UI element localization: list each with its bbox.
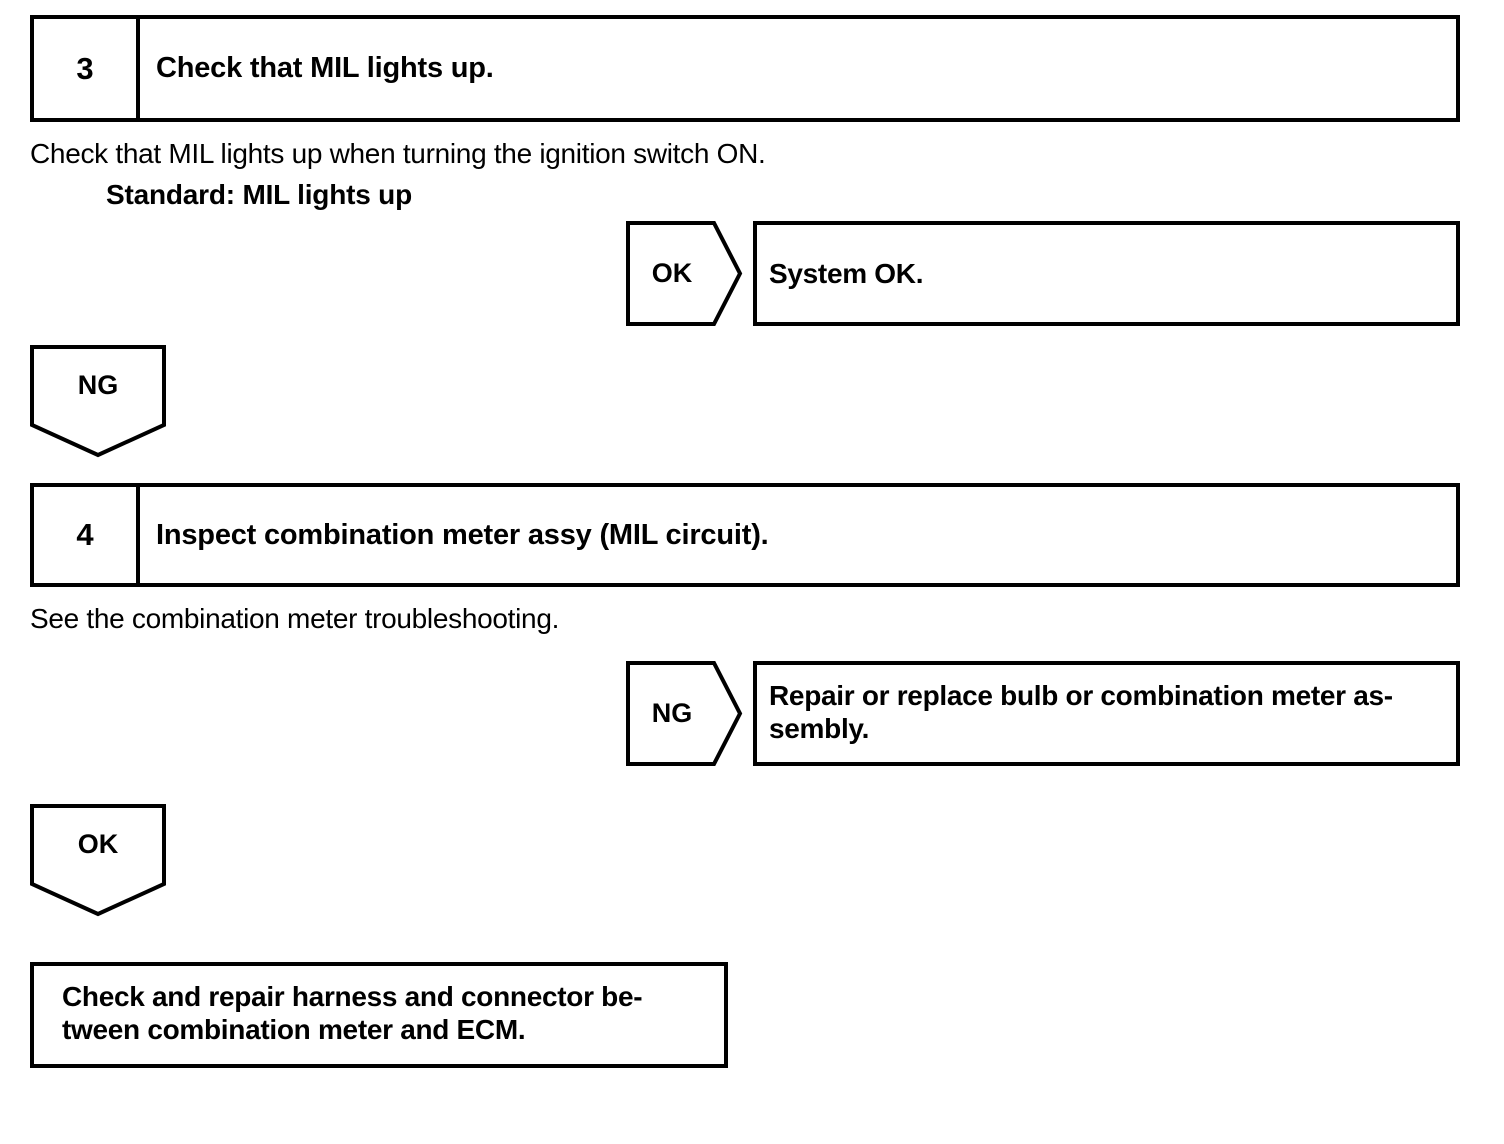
step-standard-3: Standard: MIL lights up <box>106 179 412 210</box>
pentagon-down-icon <box>30 345 166 458</box>
judgement-ok-step3: OK <box>626 221 743 326</box>
step-title-3: Check that MIL lights up. <box>156 52 494 84</box>
step-number-3: 3 <box>34 19 140 118</box>
result-box-system-ok: System OK. <box>753 221 1460 326</box>
step-title-4: Inspect combination meter assy (MIL circ… <box>156 518 769 551</box>
step-row-4: 4 Inspect combination meter assy (MIL ci… <box>30 483 1460 587</box>
final-action-box: Check and repair harness and connector b… <box>30 962 728 1068</box>
judgement-ng-step4: NG <box>626 661 743 766</box>
final-action-text: Check and repair harness and connector b… <box>34 966 652 1046</box>
result-box-system-ok-text: System OK. <box>757 257 933 290</box>
judgement-ng-step3-label: NG <box>77 369 119 400</box>
pentagon-down-icon <box>30 804 166 917</box>
final-action-line-1: Check and repair harness and connector b… <box>62 981 643 1012</box>
final-action-line-2: tween combination meter and ECM. <box>62 1014 526 1046</box>
result-line-1: Repair or replace bulb or combination me… <box>769 680 1393 711</box>
pentagon-right-icon <box>626 661 743 766</box>
step-description-4: See the combination meter troubleshootin… <box>30 603 560 634</box>
judgement-ok-step4: OK <box>30 804 166 917</box>
judgement-ng-step4-label: NG <box>651 698 693 728</box>
result-line-2: sembly. <box>769 713 870 745</box>
result-box-repair-bulb-text: Repair or replace bulb or combination me… <box>757 665 1403 745</box>
judgement-ng-step3: NG <box>30 345 166 458</box>
result-line-1: System OK. <box>769 257 924 289</box>
judgement-ok-step4-label: OK <box>77 828 119 859</box>
judgement-ok-step3-label: OK <box>651 258 693 288</box>
step-number-4: 4 <box>34 487 140 583</box>
pentagon-right-icon <box>626 221 743 326</box>
step-description-3: Check that MIL lights up when turning th… <box>30 138 766 169</box>
result-box-repair-bulb: Repair or replace bulb or combination me… <box>753 661 1460 766</box>
step-row-3: 3 Check that MIL lights up. <box>30 15 1460 122</box>
